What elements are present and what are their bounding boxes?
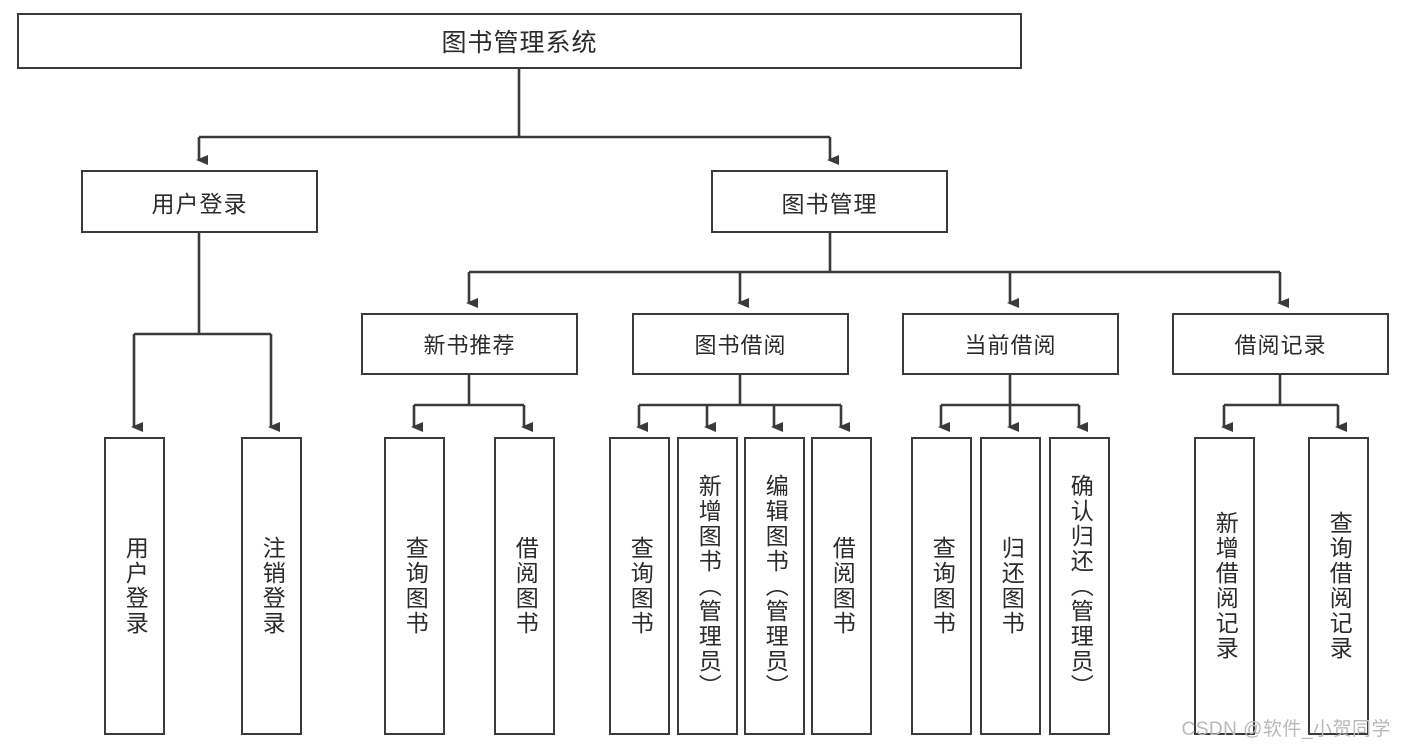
leaf-new-book-query-book[interactable]: 查询图书: [384, 437, 445, 735]
node-label: 查询图书: [402, 536, 429, 636]
leaf-current-borrow-query-book[interactable]: 查询图书: [911, 437, 972, 735]
leaf-book-borrow-borrow-book[interactable]: 借阅图书: [811, 437, 872, 735]
leaf-book-borrow-edit-book-admin[interactable]: 编辑图书（管理员）: [744, 437, 805, 735]
node-label: 新增图书（管理员）: [695, 473, 722, 699]
leaf-current-borrow-confirm-return-admin[interactable]: 确认归还（管理员）: [1049, 437, 1110, 735]
node-borrow-record[interactable]: 借阅记录: [1172, 313, 1389, 375]
node-current-borrow[interactable]: 当前借阅: [902, 313, 1119, 375]
node-label: 新书推荐: [423, 333, 516, 358]
node-label: 图书管理系统: [441, 29, 598, 57]
leaf-book-borrow-query-book[interactable]: 查询图书: [609, 437, 670, 735]
csdn-watermark: CSDN @软件_小贺同学: [1181, 719, 1391, 740]
node-new-book-recommend[interactable]: 新书推荐: [361, 313, 578, 375]
node-label: 当前借阅: [964, 333, 1057, 358]
node-label: 查询图书: [627, 536, 654, 636]
node-user-login[interactable]: 用户登录: [81, 170, 318, 233]
leaf-borrow-record-add-record[interactable]: 新增借阅记录: [1194, 437, 1255, 735]
node-label: 用户登录: [122, 536, 149, 636]
leaf-user-login-login[interactable]: 用户登录: [104, 437, 165, 735]
node-label: 查询图书: [929, 536, 956, 636]
leaf-new-book-borrow-book[interactable]: 借阅图书: [494, 437, 555, 735]
node-label: 借阅图书: [829, 536, 856, 636]
node-label: 用户登录: [151, 190, 248, 217]
node-label: 新增借阅记录: [1212, 511, 1239, 661]
node-book-borrow[interactable]: 图书借阅: [632, 313, 849, 375]
node-label: 归还图书: [998, 536, 1025, 636]
node-label: 借阅记录: [1234, 333, 1327, 358]
leaf-current-borrow-return-book[interactable]: 归还图书: [980, 437, 1041, 735]
node-label: 借阅图书: [512, 536, 539, 636]
node-label: 图书借阅: [694, 333, 787, 358]
node-label: 注销登录: [259, 536, 286, 636]
node-book-management[interactable]: 图书管理: [711, 170, 948, 233]
node-root-book-management-system[interactable]: 图书管理系统: [17, 13, 1022, 69]
leaf-user-login-logout[interactable]: 注销登录: [241, 437, 302, 735]
node-label: 查询借阅记录: [1326, 511, 1353, 661]
leaf-book-borrow-add-book-admin[interactable]: 新增图书（管理员）: [677, 437, 738, 735]
node-label: 图书管理: [781, 190, 878, 217]
leaf-borrow-record-query-record[interactable]: 查询借阅记录: [1308, 437, 1369, 735]
node-label: 确认归还（管理员）: [1067, 473, 1094, 699]
node-label: 编辑图书（管理员）: [762, 473, 789, 699]
